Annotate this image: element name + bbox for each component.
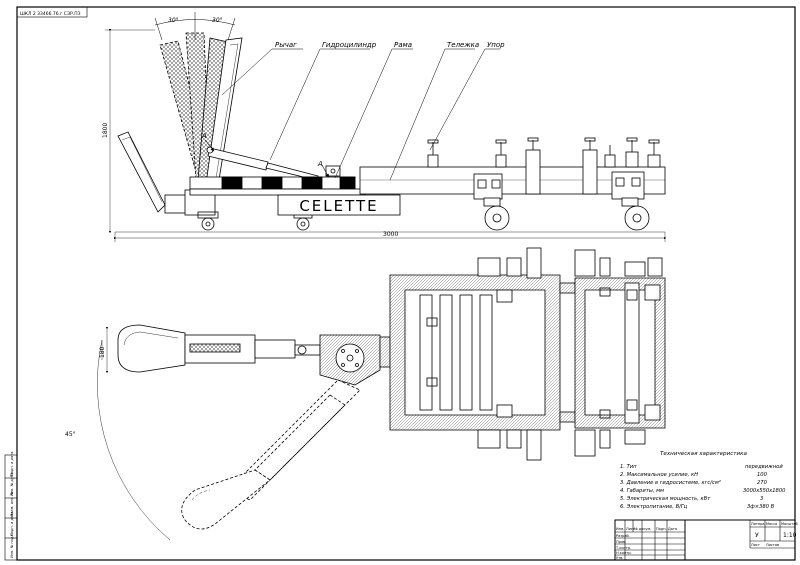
drawing-frame (16, 6, 796, 561)
spec-label-3: 3. Давление в гидросистеме, кгс/см² (620, 480, 721, 486)
plan-view (97, 247, 666, 541)
tb-litera: У (755, 532, 759, 539)
spec-label-4: 4. Габариты, мм (620, 488, 664, 494)
section-mark-a2: A (317, 160, 323, 168)
spec-label-2: 2. Максимальное усилие, кН (620, 472, 698, 478)
side-stamp (4, 454, 18, 561)
callout-cart: Тележка (447, 41, 479, 49)
plan-pivot-hub (319, 334, 381, 386)
corner-stamp-text: ШКЛ 2 33466.76.г СЭР.ПЗ (20, 11, 81, 17)
spec-label-6: 6. Электропитание, В/Гц (620, 504, 688, 510)
plan-arm-angled (181, 379, 361, 530)
spec-value-4: 3000х550х1800 (743, 488, 786, 494)
tb-scale: 1:10 (783, 532, 797, 539)
side-view (105, 12, 667, 242)
angle-left-label: 30° (168, 17, 179, 24)
plan-casters (477, 247, 663, 461)
swing-angle-label: 45° (65, 431, 76, 438)
side-stamp-label-2: Подп. и дата (10, 512, 14, 536)
cart-body (359, 137, 666, 231)
specs-title: Техническая характеристика (660, 451, 748, 457)
title-block-text: Изм. Лист № докум. Подп. Дата Разраб. Пр… (615, 522, 798, 560)
plan-arm-straight (117, 324, 321, 373)
tb-sheets: Листов (766, 543, 779, 547)
brand-label: CELETTE (299, 197, 378, 215)
angle-right-label: 30° (212, 17, 223, 24)
hydraulic-cylinder (206, 146, 319, 181)
side-stamp-label-5: Подп. и дата (10, 452, 14, 476)
spec-label-5: 5. Электрическая мощность, кВт (620, 496, 711, 502)
tb-header-4: Подп. (656, 527, 667, 531)
tb-sheet: Лист (751, 543, 760, 547)
side-stamp-label-1: Инв. № подл. (10, 533, 14, 558)
callout-lever: Рычаг (275, 41, 297, 49)
spec-value-3: 270 (757, 480, 768, 486)
title-block (614, 519, 796, 561)
side-stamp-labels: Инв. № подл. Подп. и дата Взам. инв. № И… (10, 452, 14, 558)
tb-header-5: Дата (668, 527, 677, 531)
tb-role-4: Н.контр. (616, 551, 632, 555)
frame-beam (189, 176, 366, 196)
tb-col-scale: Масштаб (781, 522, 798, 526)
tb-header-2: Лист (626, 527, 635, 531)
side-view-labels: 30° 30° 1800 3000 Рычаг Гидроцилиндр Рам… (102, 17, 505, 238)
section-mark-a1: A (201, 132, 207, 140)
tb-col-litera: Литера (751, 522, 764, 526)
arm-width-dimension: 180 (99, 346, 106, 358)
tb-role-2: Пров. (616, 540, 626, 544)
callout-stop: Упор (487, 41, 505, 49)
lever-positions (159, 32, 243, 187)
plan-right-frame (574, 277, 666, 429)
spec-value-1: передвижной (745, 464, 783, 470)
plan-labels: 180 45° (65, 346, 106, 438)
corner-stamp: ШКЛ 2 33466.76.г СЭР.ПЗ (16, 6, 88, 18)
spec-label-1: 1. Тип (620, 464, 637, 470)
dimension-lines (105, 28, 667, 242)
specs-block: Техническая характеристика 1. Тип передв… (620, 451, 786, 510)
plan-frame (389, 274, 561, 431)
tb-col-mass: Масса (766, 522, 777, 526)
callout-leaders (221, 48, 500, 181)
side-stamp-label-3: Взам. инв. № (10, 491, 14, 516)
tb-role-1: Разраб. (616, 534, 630, 538)
tb-header-3: № докум. (634, 527, 651, 531)
side-stamp-label-4: Инв. № дубл. (10, 471, 14, 496)
tb-role-3: Т.контр. (615, 546, 631, 550)
height-dimension: 1800 (102, 123, 109, 138)
length-dimension: 3000 (383, 231, 398, 238)
callout-frame: Рама (394, 41, 412, 49)
spec-value-5: 3 (760, 496, 763, 502)
tb-header-1: Изм. (616, 527, 624, 531)
spec-value-6: 3ф×380 В (747, 504, 775, 510)
tb-role-5: Утв. (616, 556, 623, 560)
spec-value-2: 100 (757, 472, 768, 478)
callout-hydro: Гидроцилиндр (322, 41, 377, 49)
